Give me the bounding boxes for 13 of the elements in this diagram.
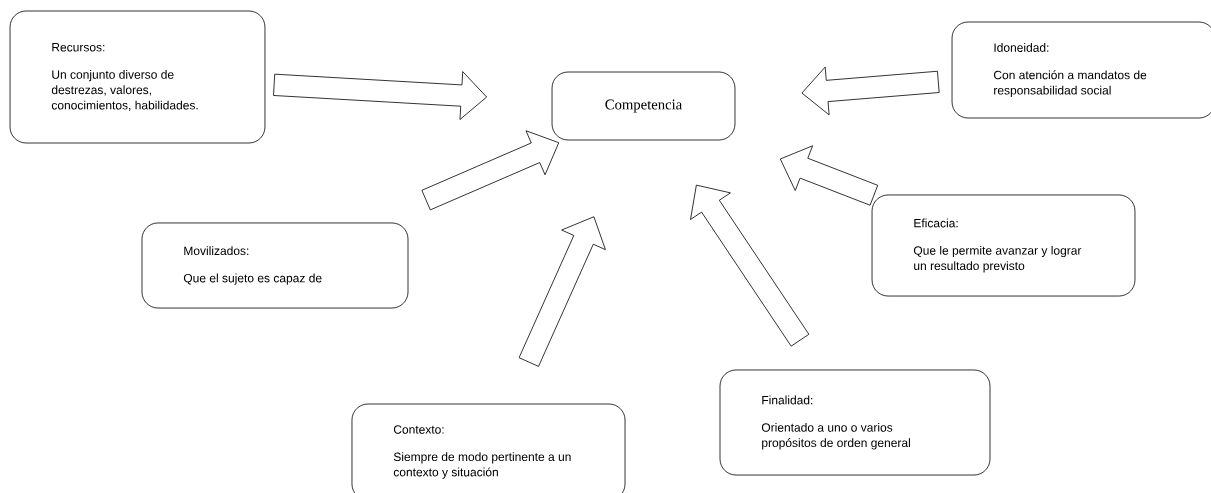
block-arrow <box>518 216 606 367</box>
block-arrow <box>421 130 560 211</box>
text-box: Competencia <box>551 71 736 141</box>
block-arrow <box>273 71 488 120</box>
text-box: Finalidad: Orientado a uno o varios propósitos de orden general <box>719 369 991 476</box>
text-box: Movilizados: Que el sujeto es capaz de <box>141 222 409 309</box>
block-arrow <box>779 145 879 206</box>
text-box: Contexto: Siempre de modo pertinente a un contexto y situación <box>351 403 626 493</box>
text-box: Idoneidad: Con atención a mandatos de responsabilidad social <box>951 21 1211 119</box>
text-box: Eficacia: Que le permite avanzar y lograr un resultado previsto <box>871 194 1136 297</box>
block-arrow <box>801 66 940 116</box>
block-arrow <box>690 184 810 347</box>
text-box: Recursos: Un conjunto diverso de destrezas, valores, conocimientos, habilidades. <box>9 10 266 144</box>
